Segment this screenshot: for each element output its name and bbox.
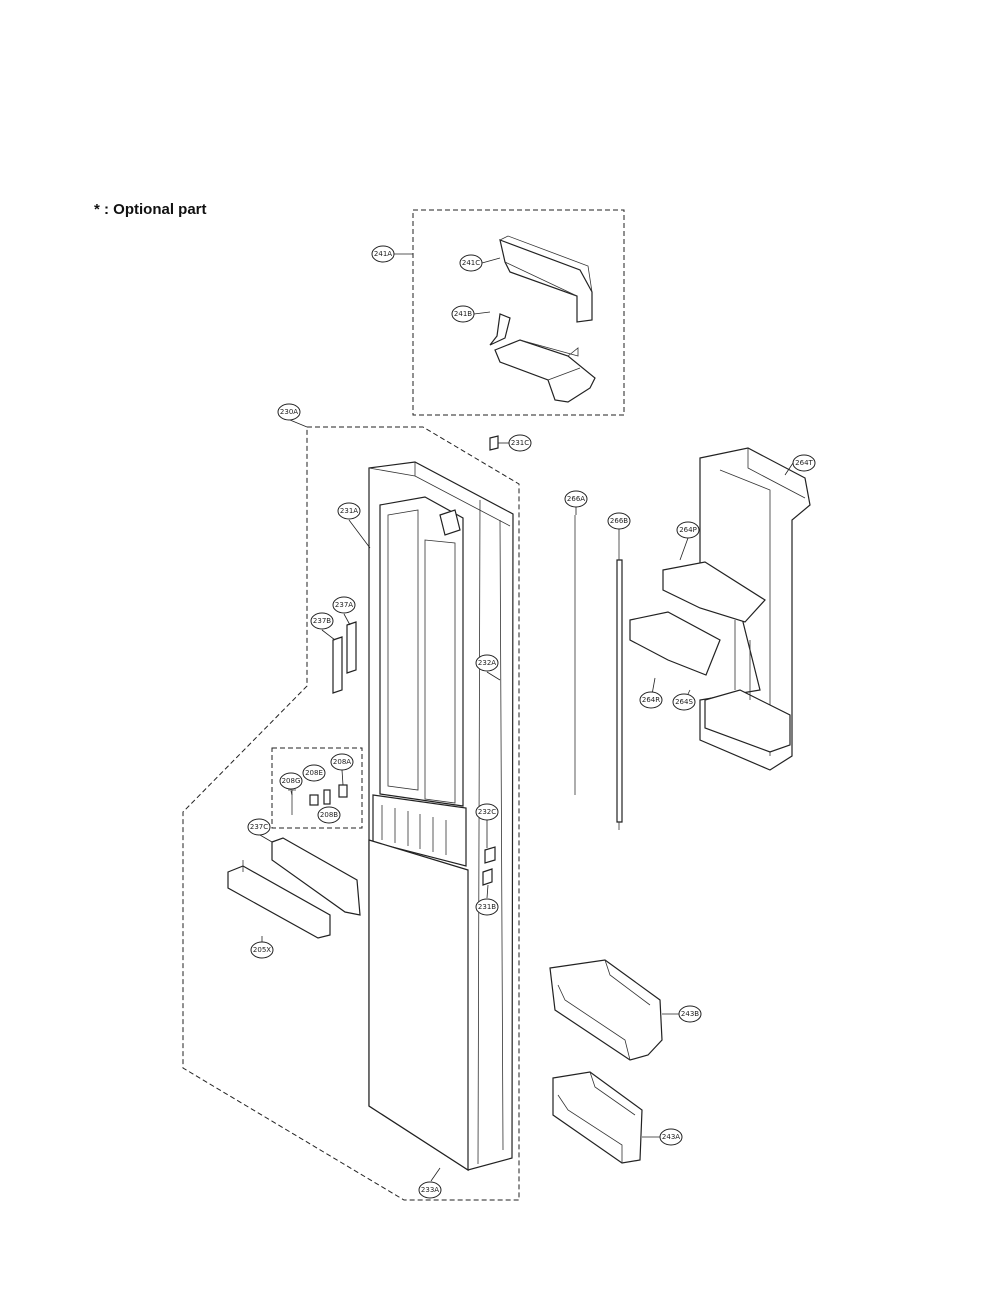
callout-264T: 264T — [792, 454, 816, 472]
callout-208A: 208A — [330, 753, 354, 771]
svg-text:232C: 232C — [478, 808, 496, 816]
callout-231B: 231B — [475, 898, 499, 916]
svg-text:264P: 264P — [679, 526, 697, 534]
svg-text:264R: 264R — [642, 696, 660, 704]
door-bin-243a-drawing — [552, 1071, 643, 1164]
gasket-strip-266b-drawing — [616, 540, 623, 830]
svg-text:264S: 264S — [675, 698, 693, 706]
svg-text:231A: 231A — [340, 507, 358, 515]
svg-text:208B: 208B — [320, 811, 338, 819]
svg-text:243B: 243B — [681, 1010, 699, 1018]
callout-208G: 208G — [279, 772, 303, 790]
trim-237c-drawing — [271, 837, 361, 916]
svg-text:233A: 233A — [421, 1186, 439, 1194]
callout-264R: 264R — [639, 691, 663, 709]
svg-text:231B: 231B — [478, 903, 496, 911]
callout-231C: 231C — [508, 434, 532, 452]
door-cap-parts-drawing — [332, 621, 357, 694]
callout-243A: 243A — [659, 1128, 683, 1146]
svg-text:237A: 237A — [335, 601, 353, 609]
callout-230A: 230A — [277, 403, 301, 421]
callout-264P: 264P — [676, 521, 700, 539]
door-assembly-dashed-outline — [182, 426, 520, 1201]
svg-text:241A: 241A — [374, 250, 392, 258]
door-bin-241c-drawing — [499, 235, 593, 323]
callout-241B: 241B — [451, 305, 475, 323]
svg-text:266A: 266A — [567, 495, 585, 503]
optional-parts-box — [412, 209, 625, 416]
callout-208B: 208B — [317, 806, 341, 824]
callout-237A: 237A — [332, 596, 356, 614]
callout-243B: 243B — [678, 1005, 702, 1023]
svg-text:232A: 232A — [478, 659, 496, 667]
callout-241C: 241C — [459, 254, 483, 272]
small-parts-drawing — [288, 784, 348, 815]
svg-text:205X: 205X — [253, 946, 271, 954]
callout-232C: 232C — [475, 803, 499, 821]
svg-text:230A: 230A — [280, 408, 298, 416]
callout-232A: 232A — [475, 654, 499, 672]
callout-241A: 241A — [371, 245, 395, 263]
clip-parts-drawing — [482, 435, 499, 886]
small-parts-box — [271, 747, 363, 829]
callout-231A: 231A — [337, 502, 361, 520]
svg-text:231C: 231C — [511, 439, 529, 447]
svg-text:208E: 208E — [305, 769, 323, 777]
svg-text:237B: 237B — [313, 617, 331, 625]
door-bin-241b-drawing — [489, 313, 596, 403]
svg-text:243A: 243A — [662, 1133, 680, 1141]
callout-237C: 237C — [247, 818, 271, 836]
door-bin-243b-drawing — [549, 959, 663, 1061]
svg-text:208G: 208G — [282, 777, 301, 785]
dispenser-trays-drawing — [629, 561, 791, 753]
svg-text:264T: 264T — [795, 459, 813, 467]
callout-233A: 233A — [418, 1181, 442, 1199]
door-liner-drawing — [368, 461, 514, 1172]
callout-266A: 266A — [564, 490, 588, 508]
callout-205X: 205X — [250, 941, 274, 959]
svg-text:237C: 237C — [250, 823, 268, 831]
callout-266B: 266B — [607, 512, 631, 530]
callout-208E: 208E — [302, 764, 326, 782]
svg-text:241B: 241B — [454, 310, 472, 318]
optional-part-note: * : Optional part — [94, 201, 207, 218]
callout-237B: 237B — [310, 612, 334, 630]
trim-205x-drawing — [227, 860, 331, 939]
svg-text:241C: 241C — [462, 259, 480, 267]
svg-text:208A: 208A — [333, 758, 351, 766]
svg-text:266B: 266B — [610, 517, 628, 525]
callout-264S: 264S — [672, 693, 696, 711]
